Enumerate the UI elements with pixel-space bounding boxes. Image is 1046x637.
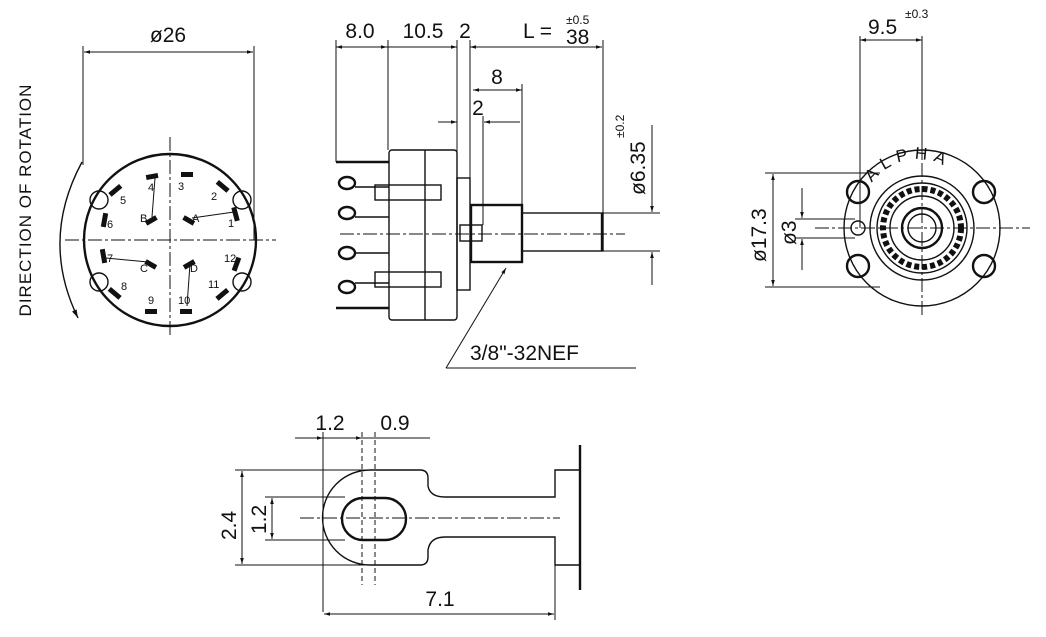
svg-text:9: 9 — [148, 295, 154, 307]
flat-offset-label: 2 — [472, 97, 484, 120]
shaft — [521, 212, 604, 252]
pin-labels: 1 2 3 4 5 6 7 8 9 10 11 12 A B C D — [107, 181, 236, 307]
length-label: 7.1 — [425, 588, 454, 611]
shaft-diameter-label: ø6.35 — [627, 141, 650, 195]
front-view: ø26 DIRECTION OF ROTATION — [16, 24, 276, 338]
svg-text:10: 10 — [178, 295, 190, 307]
height-outer-label: 2.4 — [218, 510, 241, 540]
svg-text:6: 6 — [107, 219, 113, 231]
length-value: 38 — [566, 26, 589, 49]
lug-slot — [340, 496, 408, 542]
lug-outline — [321, 469, 581, 566]
shaft-tolerance: ±0.2 — [613, 114, 627, 138]
dim-10-5: 10.5 — [403, 20, 444, 43]
svg-text:3: 3 — [178, 181, 184, 193]
terminal-marks — [99, 172, 242, 314]
width-2-label: 0.9 — [380, 412, 409, 435]
svg-text:11: 11 — [208, 279, 219, 291]
lug-detail: 1.2 0.9 2.4 1.2 7.1 — [218, 412, 582, 620]
rotation-arrow — [59, 161, 83, 319]
svg-text:B: B — [140, 213, 147, 225]
front-diameter-label: ø26 — [150, 24, 186, 47]
thread-label: 3/8"-32NEF — [470, 342, 579, 365]
dim-2: 2 — [459, 20, 471, 43]
svg-text:D: D — [190, 263, 198, 275]
length-prefix: L = — [523, 20, 552, 43]
hole-diameter-label: ø3 — [778, 220, 801, 245]
side-view: 8.0 10.5 2 L = 38 ±0.5 — [335, 13, 660, 369]
bushing-length-label: 8 — [491, 66, 503, 89]
length-tolerance: ±0.5 — [566, 13, 590, 27]
rear-view: 9.5 ±0.3 ALPHA ø17.3 ø3 — [748, 7, 1030, 318]
svg-text:2: 2 — [211, 191, 217, 203]
svg-text:C: C — [140, 263, 148, 275]
offset-tolerance: ±0.3 — [905, 7, 929, 21]
svg-text:8: 8 — [121, 281, 127, 293]
svg-text:5: 5 — [120, 195, 126, 207]
svg-text:1: 1 — [228, 218, 234, 230]
dim-8-0: 8.0 — [345, 20, 374, 43]
terminal-lugs — [336, 160, 442, 310]
height-inner-label: 1.2 — [248, 505, 271, 534]
rotation-label: DIRECTION OF ROTATION — [16, 84, 35, 317]
mount-holes — [845, 179, 997, 279]
svg-text:12: 12 — [224, 253, 236, 265]
width-1-label: 1.2 — [315, 412, 344, 435]
stop-tab — [459, 224, 483, 242]
svg-text:A: A — [192, 213, 200, 225]
svg-text:4: 4 — [148, 182, 154, 194]
mount-ears — [89, 190, 252, 292]
bolt-circle-label: ø17.3 — [748, 208, 771, 262]
offset-dim-label: 9.5 — [868, 16, 897, 39]
svg-text:7: 7 — [107, 253, 113, 265]
switch-body — [388, 149, 458, 321]
